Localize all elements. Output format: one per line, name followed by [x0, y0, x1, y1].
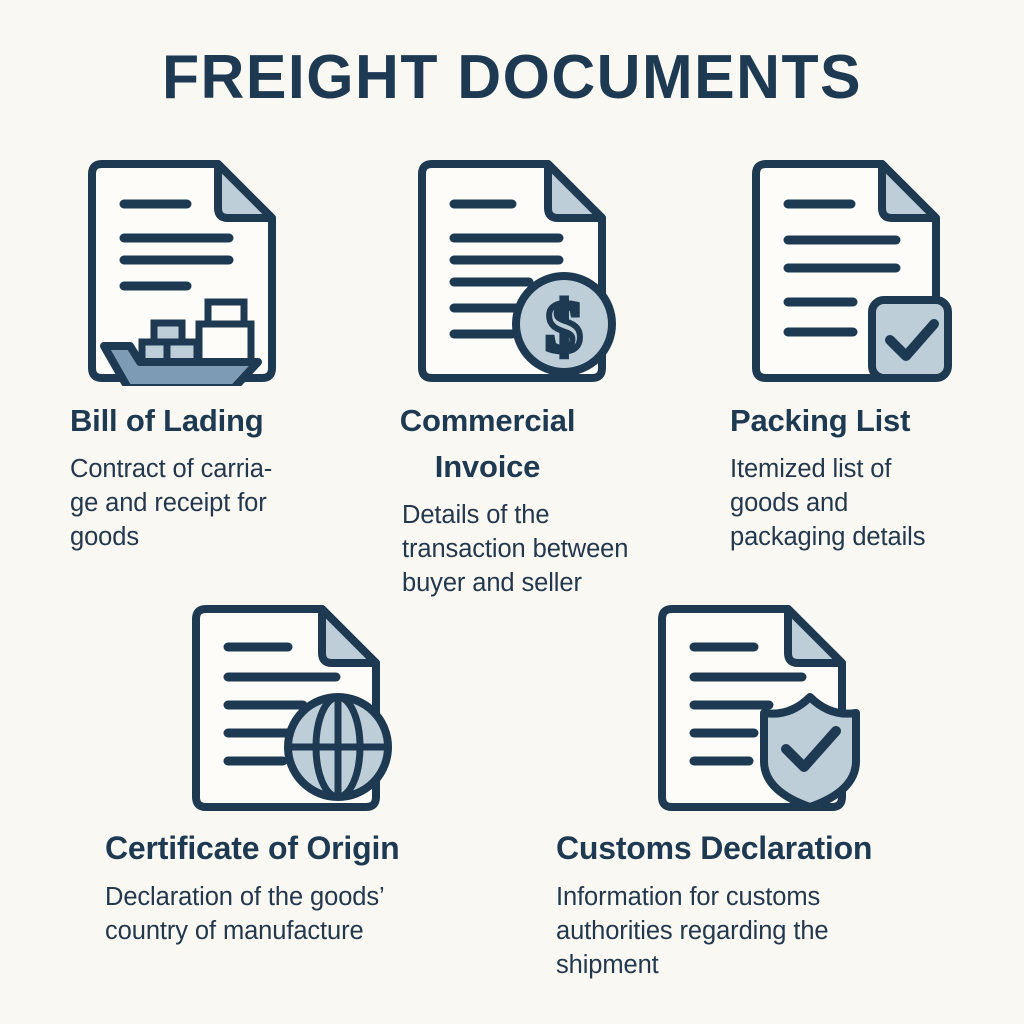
document-checkbox-icon: [746, 156, 956, 386]
card-customs-declaration: Customs Declaration Information for cust…: [545, 595, 1024, 1015]
card-title-commercial-invoice: Commercial Invoice: [399, 403, 576, 484]
card-commercial-invoice: $ Commercial Invoice Details of the tran…: [340, 150, 690, 630]
card-desc-packing-list: Itemized list of goods and packaging det…: [730, 455, 926, 551]
card-desc-bill-of-lading: Contract of carria- ge and receipt for g…: [70, 455, 273, 551]
card-packing-list: Packing List Itemized list of goods and …: [690, 150, 1024, 580]
card-title-customs-declaration: Customs Declaration: [556, 830, 873, 866]
card-title-packing-list: Packing List: [730, 403, 911, 438]
card-desc-certificate-of-origin: Declaration of the goods’ country of man…: [105, 883, 385, 945]
document-dollar-coin-icon: $: [412, 156, 622, 386]
card-certificate-of-origin: Certificate of Origin Declaration of the…: [0, 595, 545, 1015]
card-bill-of-lading: Bill of Lading Contract of carria- ge an…: [0, 150, 345, 580]
page-title: FREIGHT DOCUMENTS: [161, 43, 863, 112]
card-desc-commercial-invoice: Details of the transaction between buyer…: [402, 501, 629, 597]
document-ship-icon: [82, 156, 282, 386]
card-title-certificate-of-origin: Certificate of Origin: [105, 830, 400, 866]
card-title-bill-of-lading: Bill of Lading: [70, 403, 264, 438]
svg-text:$: $: [546, 287, 582, 367]
document-shield-check-icon: [652, 601, 867, 816]
card-desc-customs-declaration: Information for customs authorities rega…: [556, 883, 829, 979]
document-globe-icon: [186, 601, 396, 816]
